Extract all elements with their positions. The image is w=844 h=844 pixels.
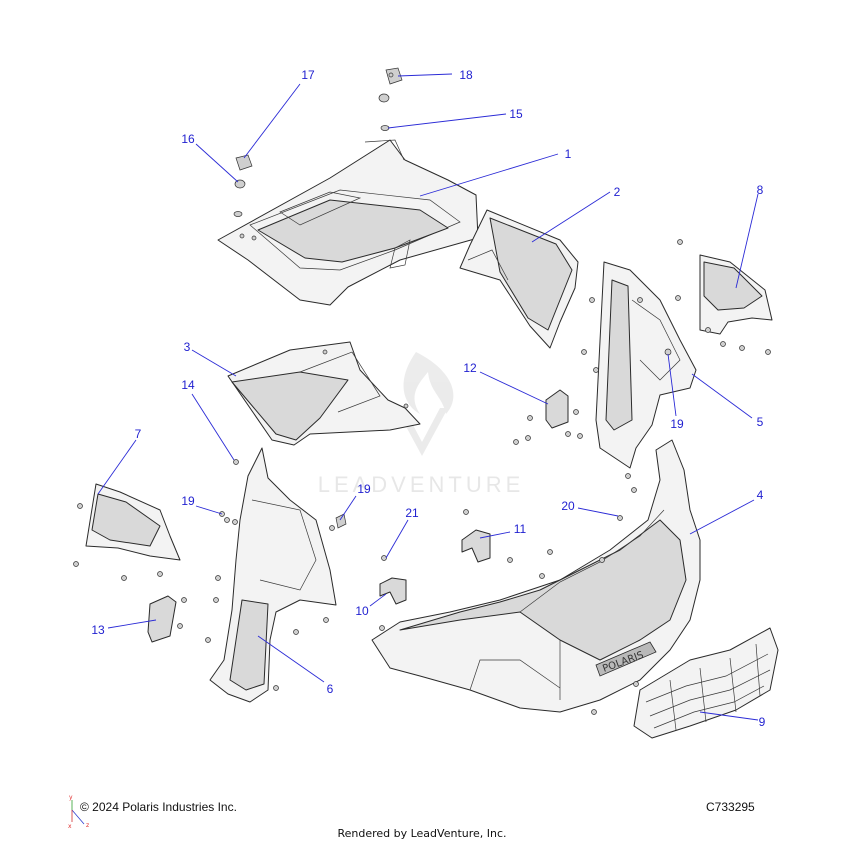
callout-21[interactable]: 21 — [405, 506, 419, 520]
part-11-bracket[interactable] — [461, 509, 513, 563]
part-10-bracket[interactable] — [379, 577, 407, 605]
watermark-text: LEADVENTURE — [318, 472, 525, 497]
part-8-inner-panel-right[interactable] — [699, 254, 773, 355]
callout-19-left[interactable]: 19 — [181, 494, 195, 508]
callout-18[interactable]: 18 — [459, 68, 473, 82]
callout-2[interactable]: 2 — [614, 185, 621, 199]
svg-text:x: x — [68, 823, 72, 830]
part-18-latch[interactable] — [385, 67, 403, 85]
callout-10[interactable]: 10 — [355, 604, 369, 618]
callout-6[interactable]: 6 — [327, 682, 334, 696]
callout-16[interactable]: 16 — [181, 132, 195, 146]
svg-text:z: z — [86, 822, 89, 829]
callout-4[interactable]: 4 — [757, 488, 764, 502]
part-20-screw[interactable] — [617, 515, 623, 521]
rendered-by-text: Rendered by LeadVenture, Inc. — [337, 827, 507, 840]
callout-15[interactable]: 15 — [509, 107, 523, 121]
callout-13[interactable]: 13 — [91, 623, 105, 637]
callout-7[interactable]: 7 — [135, 427, 142, 441]
callout-17[interactable]: 17 — [301, 68, 315, 82]
leader-lines — [97, 73, 759, 721]
watermark-flame-icon — [403, 352, 454, 414]
part-15-washer[interactable] — [380, 125, 390, 131]
callout-19-right[interactable]: 19 — [670, 417, 684, 431]
part-16-grommet[interactable] — [233, 179, 246, 217]
callout-14[interactable]: 14 — [181, 378, 195, 392]
part-17-latch[interactable] — [235, 154, 253, 171]
part-7-inner-panel-left[interactable] — [73, 483, 181, 581]
part-21-screw[interactable] — [381, 555, 387, 561]
svg-text:y: y — [69, 794, 73, 801]
part-3-side-panel-left[interactable] — [227, 341, 421, 446]
part-6-fender-support-left[interactable] — [205, 447, 337, 703]
copyright-text: © 2024 Polaris Industries Inc. — [80, 800, 237, 814]
callout-1[interactable]: 1 — [565, 147, 572, 161]
part-1-hood[interactable] — [217, 139, 479, 306]
part-14-push-rivet[interactable] — [233, 459, 239, 465]
callout-5[interactable]: 5 — [757, 415, 764, 429]
part-4-front-bumper[interactable]: POLARIS — [371, 431, 701, 715]
part-13-bracket[interactable] — [147, 595, 187, 643]
part-19-clip-center[interactable] — [335, 513, 347, 529]
callout-8[interactable]: 8 — [757, 183, 764, 197]
callout-3[interactable]: 3 — [184, 340, 191, 354]
callout-9[interactable]: 9 — [759, 715, 766, 729]
part-18-grommet[interactable] — [378, 93, 390, 103]
axis-triad-icon: y z x — [68, 794, 89, 830]
part-12-bracket[interactable] — [525, 389, 583, 441]
callout-11[interactable]: 11 — [514, 522, 527, 536]
part-9-grille[interactable] — [633, 627, 779, 739]
callout-20[interactable]: 20 — [561, 499, 575, 513]
part-2-side-panel[interactable] — [459, 209, 579, 349]
callouts: 17 18 15 16 1 2 8 3 12 14 19 5 7 19 19 4… — [91, 68, 765, 729]
callout-19-center[interactable]: 19 — [357, 482, 371, 496]
callout-12[interactable]: 12 — [463, 361, 477, 375]
figure-code: C733295 — [706, 800, 755, 814]
part-5-fender-support-right[interactable] — [581, 239, 697, 493]
